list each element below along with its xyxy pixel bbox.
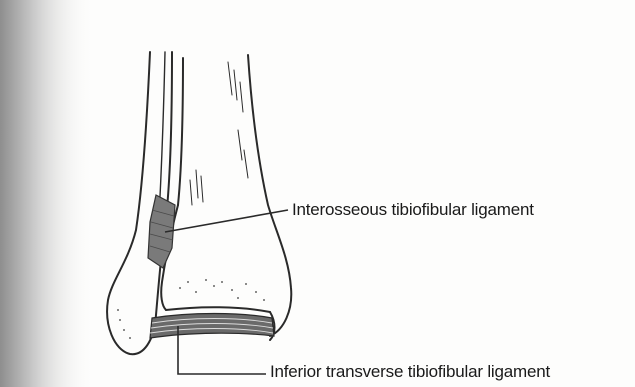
leader-line-interosseous (165, 210, 288, 232)
tibia (161, 55, 291, 340)
label-interosseous-ligament: Interosseous tibiofibular ligament (292, 200, 534, 220)
page-binding-shadow (0, 0, 95, 387)
label-inferior-transverse-ligament: Inferior transverse tibiofibular ligamen… (270, 362, 550, 382)
inferior-transverse-ligament (150, 314, 274, 339)
